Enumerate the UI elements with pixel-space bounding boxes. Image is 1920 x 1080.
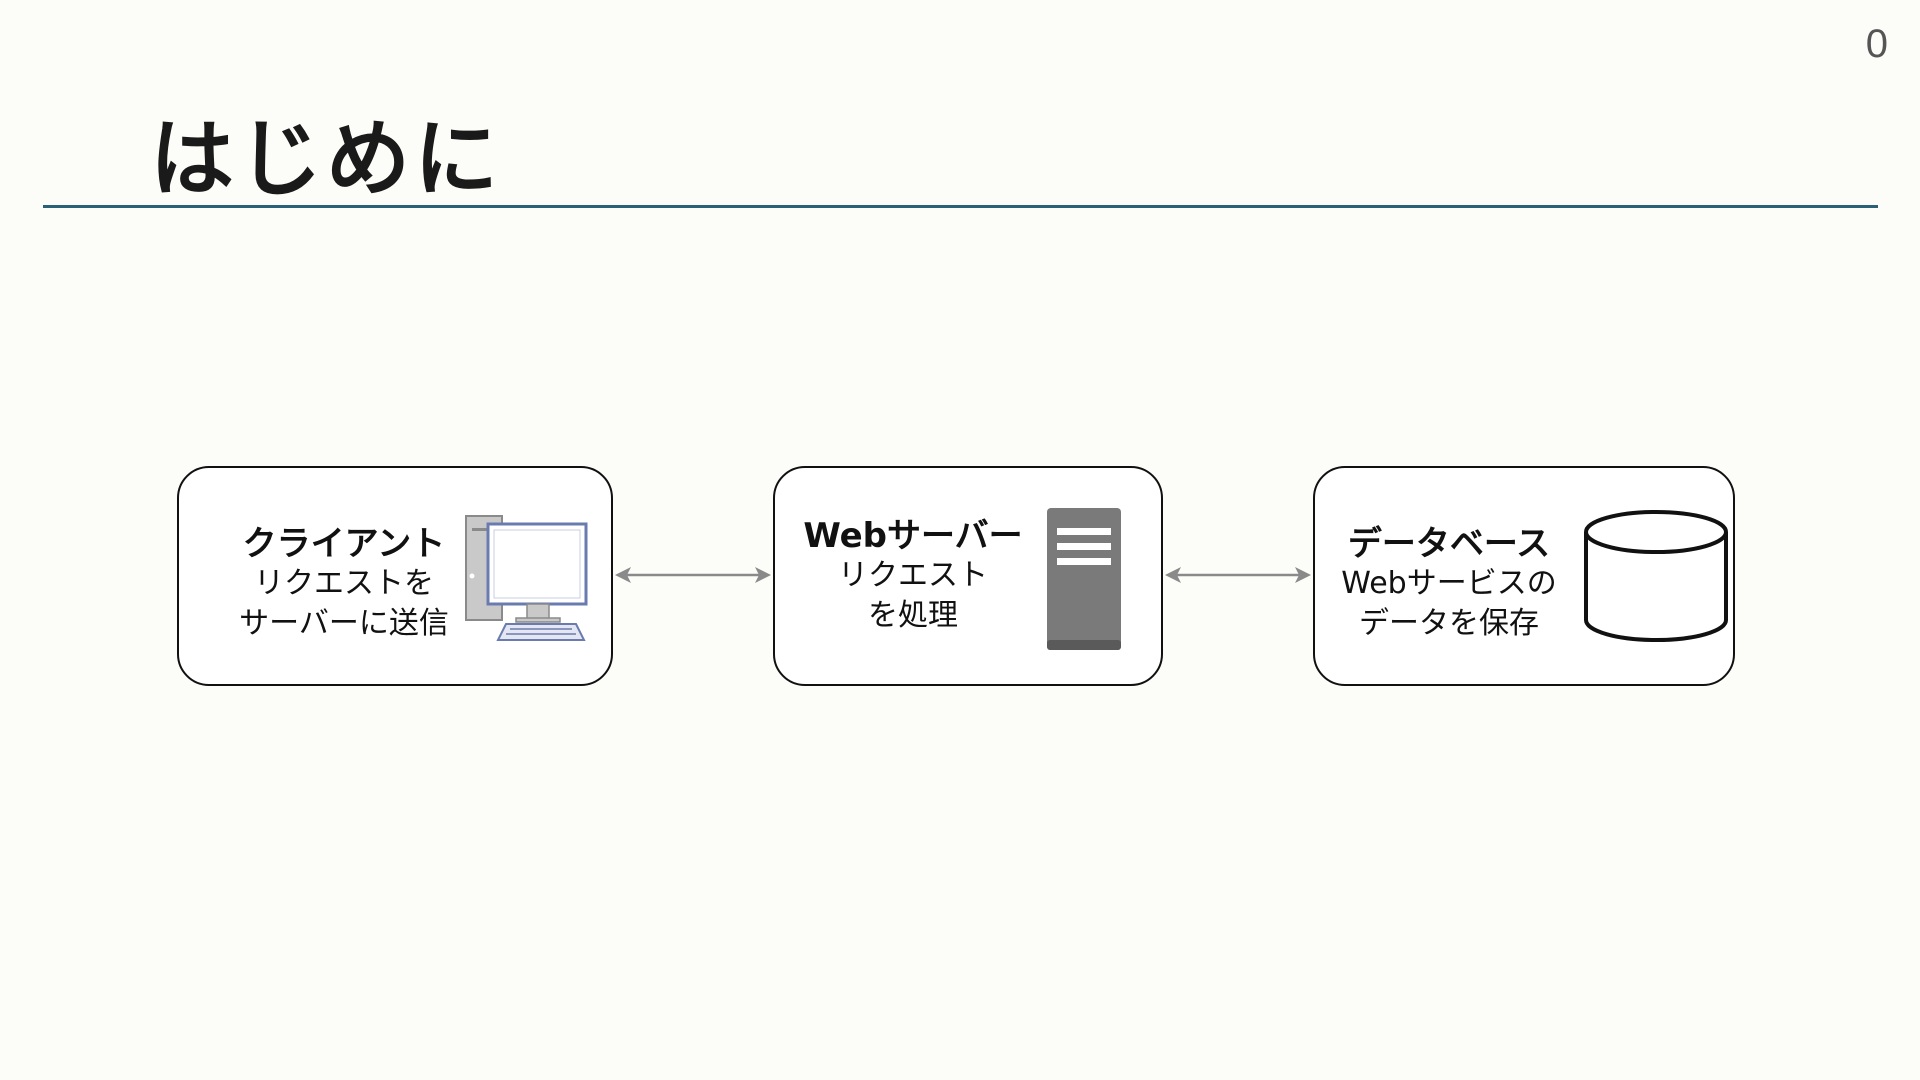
- database-node: データベース Webサービスの データを保存: [1313, 466, 1735, 686]
- client-text: クライアント リクエストを サーバーに送信: [209, 524, 479, 644]
- webserver-desc-line2: を処理: [868, 598, 958, 633]
- title-divider: [43, 205, 1878, 208]
- slide-title: はじめに: [150, 110, 503, 208]
- client-desc-line1: リクエストを: [254, 566, 434, 601]
- client-desc-line2: サーバーに送信: [239, 606, 449, 641]
- page-number: 0: [1865, 22, 1888, 66]
- client-webserver-arrow: [615, 567, 771, 583]
- webserver-node: Webサーバー リクエスト を処理: [773, 466, 1163, 686]
- webserver-database-arrow: [1165, 567, 1311, 583]
- database-desc-line2: データを保存: [1359, 606, 1539, 641]
- client-title: クライアント: [242, 524, 446, 564]
- client-node: クライアント リクエストを サーバーに送信: [177, 466, 613, 686]
- webserver-desc-line1: リクエスト: [838, 558, 988, 593]
- webserver-text: Webサーバー リクエスト を処理: [793, 516, 1033, 636]
- desktop-computer-icon: [465, 515, 588, 641]
- database-text: データベース Webサービスの データを保存: [1329, 524, 1569, 644]
- database-icon: [1584, 510, 1728, 642]
- webserver-title: Webサーバー: [803, 516, 1023, 556]
- database-desc-line1: Webサービスの: [1341, 566, 1557, 601]
- database-title: データベース: [1347, 524, 1551, 564]
- server-icon: [1047, 508, 1121, 650]
